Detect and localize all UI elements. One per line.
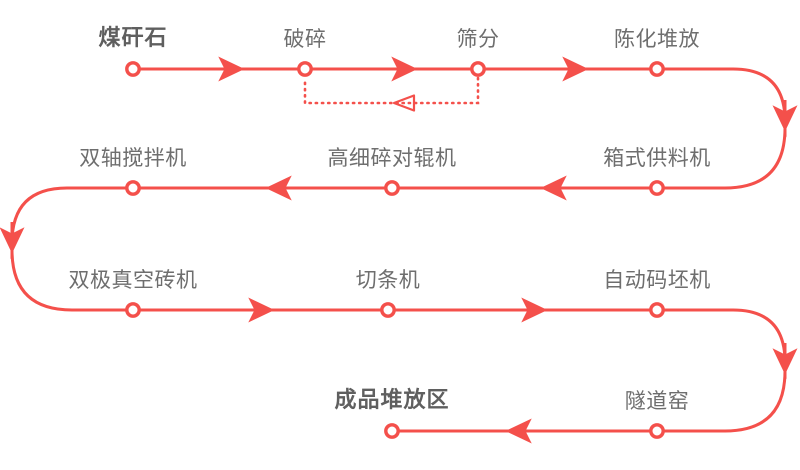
node-dot-n2[interactable]	[297, 61, 313, 77]
node-dot-n5[interactable]	[649, 180, 665, 196]
connector-turn-right-top	[655, 100, 798, 190]
connector-turn-left	[0, 222, 135, 312]
connector-row3	[131, 297, 787, 380]
feedback-arrowhead-icon	[392, 94, 416, 112]
node-dot-n4[interactable]	[649, 61, 665, 77]
node-dot-n6[interactable]	[384, 180, 400, 196]
node-dot-n8[interactable]	[125, 302, 141, 318]
node-dot-n10[interactable]	[649, 302, 665, 318]
node-dot-n11[interactable]	[649, 423, 665, 439]
connector-row2	[10, 175, 659, 260]
node-dot-n12[interactable]	[384, 423, 400, 439]
node-dot-n7[interactable]	[125, 180, 141, 196]
node-dot-n9[interactable]	[380, 302, 396, 318]
node-dot-n1[interactable]	[125, 61, 141, 77]
node-dot-n3[interactable]	[470, 61, 486, 77]
node-circles-layer	[125, 61, 665, 439]
connector-turn-right-bottom	[655, 343, 798, 433]
feedback-loop-screening-to-crushing	[303, 76, 480, 112]
